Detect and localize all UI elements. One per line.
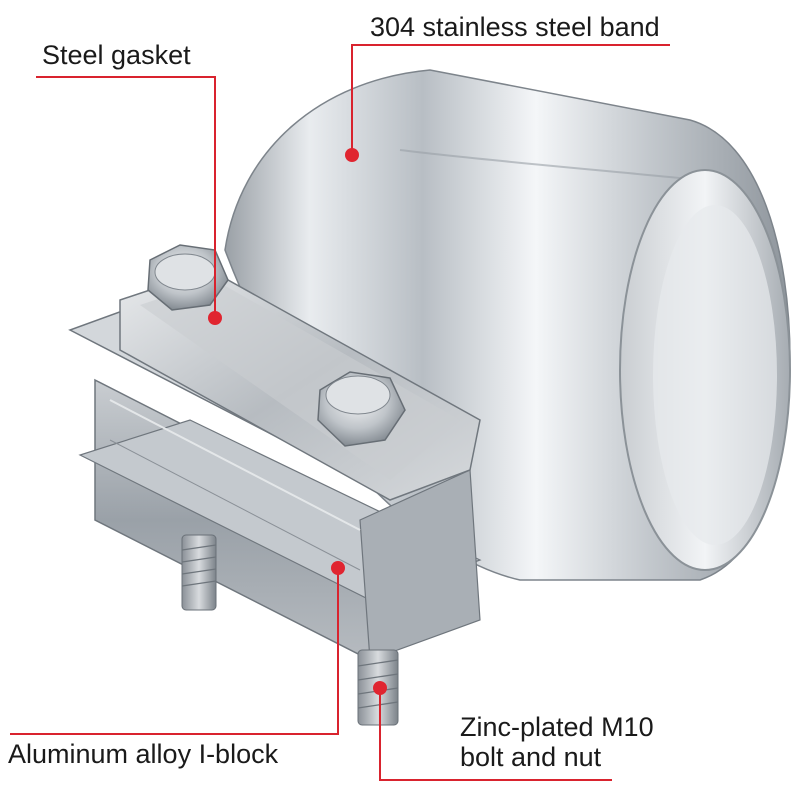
hex-nut-top: [147, 244, 229, 311]
callout-line-block: [10, 568, 339, 735]
label-stainless-band: 304 stainless steel band: [370, 12, 660, 42]
label-zinc-bolt-line2: bolt and nut: [460, 742, 602, 772]
callout-line-gasket: [36, 76, 216, 318]
callout-dot-gasket: [208, 311, 222, 325]
label-zinc-bolt: Zinc-plated M10 bolt and nut: [460, 712, 654, 772]
callout-line-bolt: [379, 688, 612, 781]
callout-line-band: [351, 44, 670, 155]
label-steel-gasket: Steel gasket: [42, 40, 191, 70]
label-zinc-bolt-line1: Zinc-plated M10: [460, 712, 654, 742]
label-aluminum-block: Aluminum alloy I-block: [8, 739, 279, 769]
callout-dot-bolt: [373, 681, 387, 695]
callout-dot-band: [345, 148, 359, 162]
hex-nut-bottom: [317, 371, 406, 447]
callout-dot-block: [331, 561, 345, 575]
